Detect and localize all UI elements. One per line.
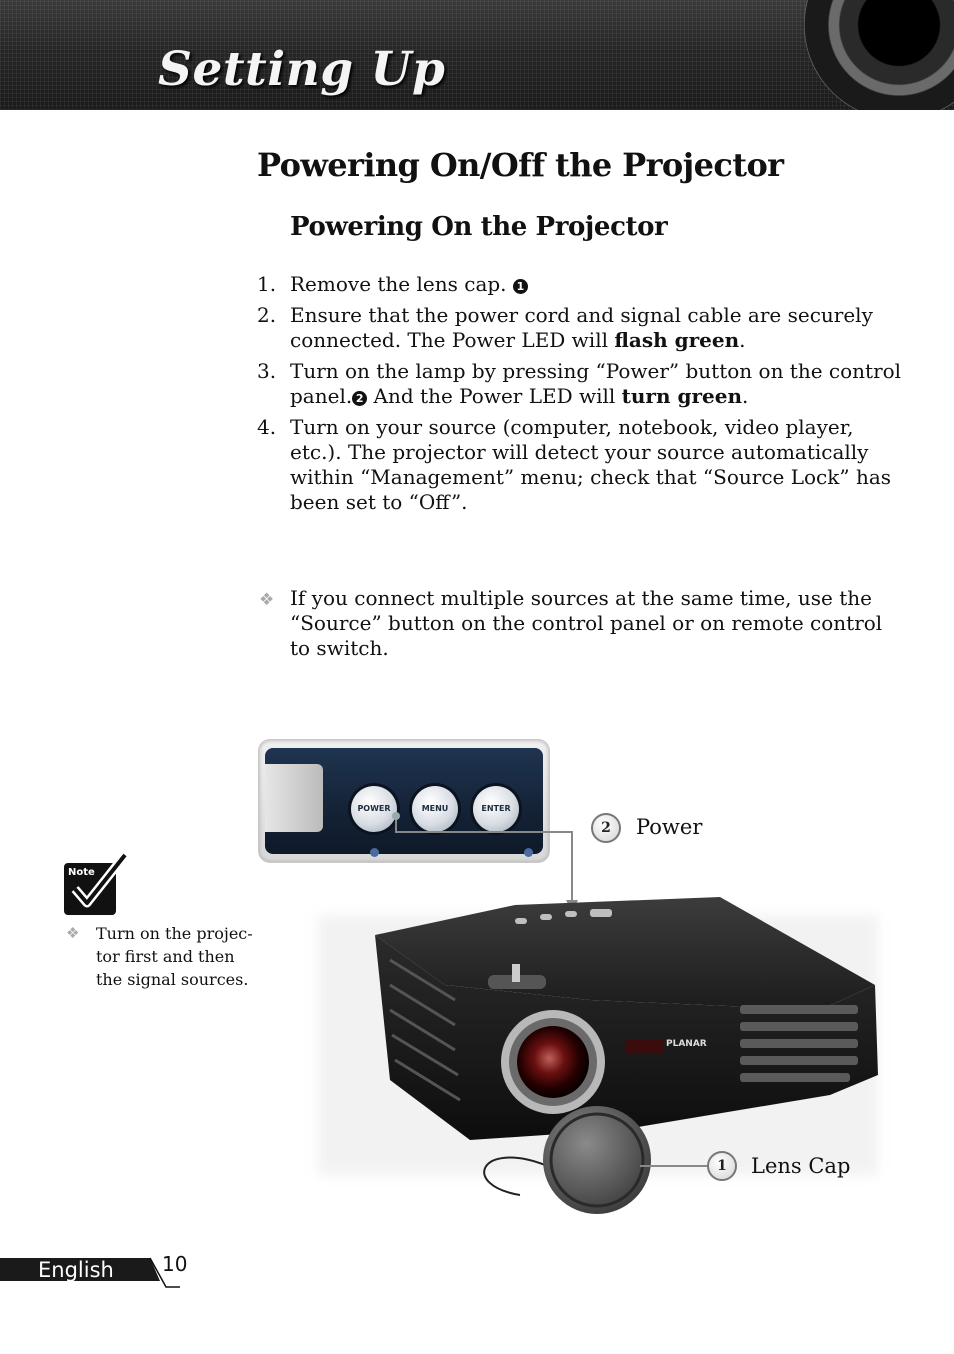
step-emphasis: turn green [621,384,742,408]
section-title: Setting Up [158,42,446,97]
marker-icon: 1 [512,279,528,294]
list-item: 3. Turn on the lamp by pressing “Power” … [257,359,907,409]
marker-icon: 2 [352,391,368,406]
list-item: 1. Remove the lens cap. 1 [257,272,907,297]
page-subtitle: Powering On the Projector [290,212,668,242]
footer-language: English [38,1258,114,1282]
banner-texture [0,0,954,110]
step-text-end: . [739,328,746,352]
steps-list: 1. Remove the lens cap. 1 2. Ensure that… [257,272,907,521]
step-text: Ensure that the power cord and signal ca… [290,303,873,352]
projector-body [375,935,878,1140]
tip-paragraph: ❖ If you connect multiple sources at the… [257,586,907,661]
step-number: 3. [257,359,277,383]
power-button: POWER [351,786,397,832]
enter-button: ENTER [473,786,519,832]
step-text-end: . [742,384,749,408]
step-text: Remove the lens cap. [290,272,513,296]
step-text-middle: And the Power LED will [367,384,622,408]
page-number: 10 [162,1252,188,1276]
list-item: 2. Ensure that the power cord and signal… [257,303,907,353]
footer-tab [0,1257,180,1289]
note-body: Turn on the projec-tor first and then th… [96,924,253,989]
control-panel-surface: POWER MENU ENTER [265,748,543,857]
list-item: 4. Turn on your source (computer, notebo… [257,415,907,515]
diamond-bullet-icon: ❖ [259,590,275,610]
step-number: 2. [257,303,277,327]
callout-label-lens-cap: Lens Cap [751,1154,851,1178]
callout-label-power: Power [636,815,703,839]
panel-bracket [265,764,323,832]
tip-text: If you connect multiple sources at the s… [290,586,883,660]
menu-button: MENU [412,786,458,832]
page-title: Powering On/Off the Projector [257,146,784,184]
header-banner: Setting Up [0,0,954,110]
diamond-bullet-icon: ❖ [66,924,80,942]
callout-marker: 1 [707,1151,737,1181]
note-text: ❖ Turn on the projec-tor first and then … [66,922,256,991]
brand-logo: PLANAR [666,1039,707,1049]
control-panel-image: POWER MENU ENTER [258,739,550,863]
step-number: 4. [257,415,277,439]
step-emphasis: flash green [614,328,740,352]
status-led [524,848,533,857]
step-number: 1. [257,272,277,296]
step-text: Turn on the lamp by pressing “Power” but… [290,359,902,408]
callout-marker: 2 [591,813,621,843]
note-checkmark-icon: Note [64,853,129,915]
note-label: Note [68,867,95,878]
step-text: Turn on your source (computer, notebook,… [290,415,892,514]
lens-cap [543,1106,651,1214]
power-led [370,848,379,857]
